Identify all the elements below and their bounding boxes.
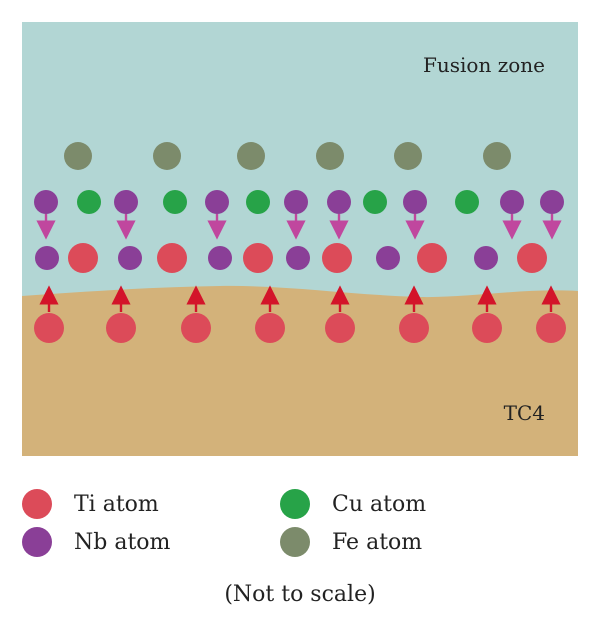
ti-atom: [243, 243, 273, 273]
legend-item-ti: Ti atom: [22, 486, 159, 522]
tc4-label: TC4: [504, 401, 545, 425]
nb-atom: [327, 190, 351, 214]
fe-atom: [64, 142, 92, 170]
tc4-substrate-region: [22, 285, 578, 456]
fusion-zone-label: Fusion zone: [423, 53, 545, 77]
cu-atom-swatch: [280, 489, 310, 519]
nb-atom: [403, 190, 427, 214]
ti-atom: [399, 313, 429, 343]
ti-atom: [68, 243, 98, 273]
fe-atom: [316, 142, 344, 170]
nb-atom: [114, 190, 138, 214]
legend-label-cu: Cu atom: [332, 491, 427, 517]
cu-atom: [455, 190, 479, 214]
fe-atom: [153, 142, 181, 170]
ti-atom: [517, 243, 547, 273]
ti-atom: [255, 313, 285, 343]
nb-atom: [474, 246, 498, 270]
nb-atom: [34, 190, 58, 214]
fe-atom: [394, 142, 422, 170]
ti-atom: [322, 243, 352, 273]
cu-atom: [163, 190, 187, 214]
nb-atom: [208, 246, 232, 270]
fe-atom: [237, 142, 265, 170]
fe-atom-swatch: [280, 527, 310, 557]
legend-label-fe: Fe atom: [332, 529, 423, 555]
ti-atom: [181, 313, 211, 343]
nb-atom: [118, 246, 142, 270]
legend: Ti atom Cu atom Nb atom Fe atom: [0, 470, 600, 590]
nb-atom: [376, 246, 400, 270]
nb-atom: [286, 246, 310, 270]
legend-label-nb: Nb atom: [74, 529, 171, 555]
legend-item-fe: Fe atom: [280, 524, 422, 560]
ti-atom: [157, 243, 187, 273]
nb-atom: [205, 190, 229, 214]
nb-atom: [35, 246, 59, 270]
ti-atom: [34, 313, 64, 343]
ti-atom-swatch: [22, 489, 52, 519]
fe-atom: [483, 142, 511, 170]
legend-label-ti: Ti atom: [74, 491, 159, 517]
ti-atom: [325, 313, 355, 343]
nb-atom: [500, 190, 524, 214]
ti-atom: [536, 313, 566, 343]
not-to-scale-note: (Not to scale): [224, 582, 376, 607]
cu-atom: [363, 190, 387, 214]
ti-atom: [417, 243, 447, 273]
nb-atom-swatch: [22, 527, 52, 557]
legend-item-nb: Nb atom: [22, 524, 170, 560]
cu-atom: [246, 190, 270, 214]
atom-layer: [34, 142, 566, 343]
nb-atom: [540, 190, 564, 214]
diffusion-arrow-layer: [36, 214, 562, 312]
nb-atom: [284, 190, 308, 214]
cu-atom: [77, 190, 101, 214]
legend-item-cu: Cu atom: [280, 486, 426, 522]
ti-atom: [472, 313, 502, 343]
ti-atom: [106, 313, 136, 343]
